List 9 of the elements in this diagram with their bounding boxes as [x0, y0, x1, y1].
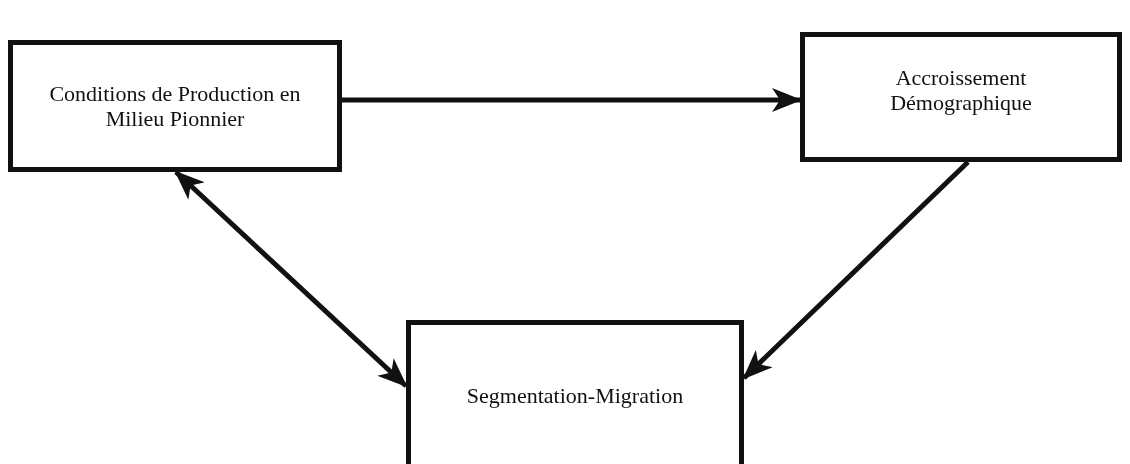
process-box — [800, 32, 1122, 162]
arrow — [174, 170, 408, 388]
box-label: Segmentation-Migration — [466, 382, 684, 409]
arrow — [742, 160, 970, 380]
process-box — [406, 320, 744, 464]
arrow — [342, 88, 802, 112]
box-label: Conditions de Production en Milieu Pionnier — [48, 80, 302, 132]
box-label: Accroissement Démographique — [889, 64, 1033, 116]
process-box — [8, 40, 342, 172]
